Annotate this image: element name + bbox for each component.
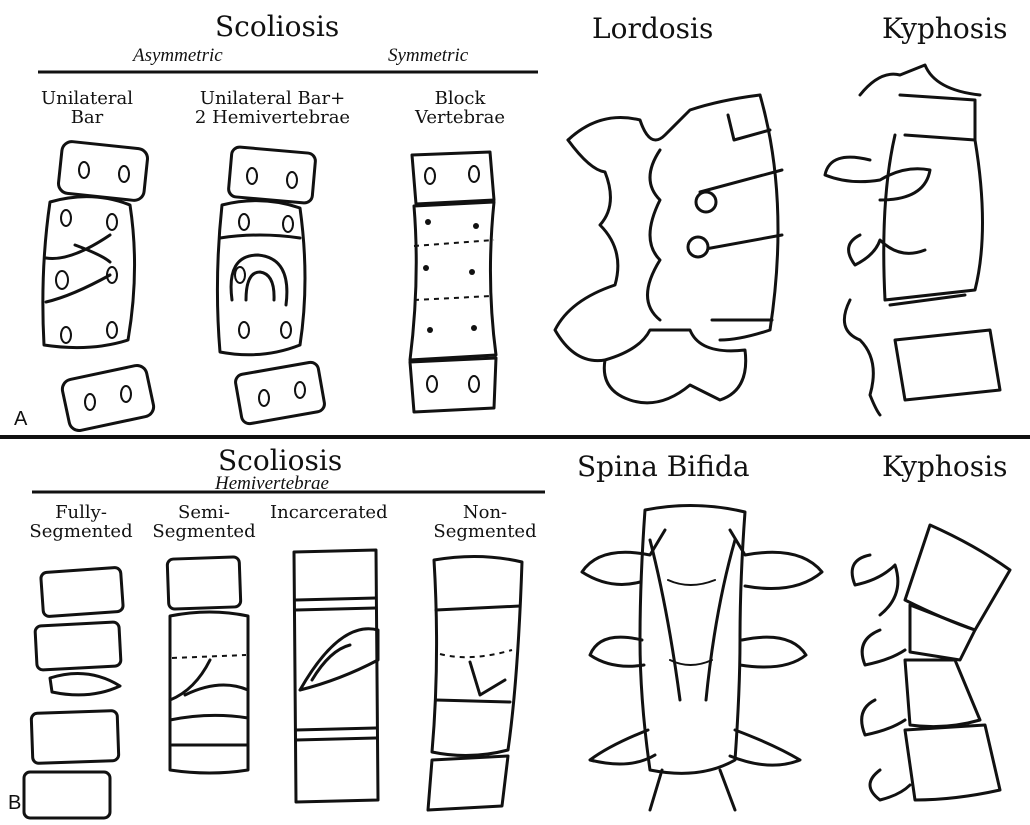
kyphosis-spine-b bbox=[852, 525, 1010, 800]
lordosis-spine bbox=[555, 95, 782, 403]
kyphosis-spine-a bbox=[825, 65, 1000, 415]
non-segmented-spine bbox=[428, 556, 522, 810]
incarcerated-spine bbox=[294, 550, 378, 802]
semi-segmented-spine bbox=[167, 557, 248, 773]
unilateral-bar-spine bbox=[43, 141, 156, 433]
fully-segmented-spine bbox=[24, 567, 123, 818]
block-vertebrae-spine bbox=[410, 152, 496, 412]
spina-bifida-spine bbox=[582, 505, 822, 810]
unilateral-bar-hemivertebrae-spine bbox=[217, 146, 325, 424]
